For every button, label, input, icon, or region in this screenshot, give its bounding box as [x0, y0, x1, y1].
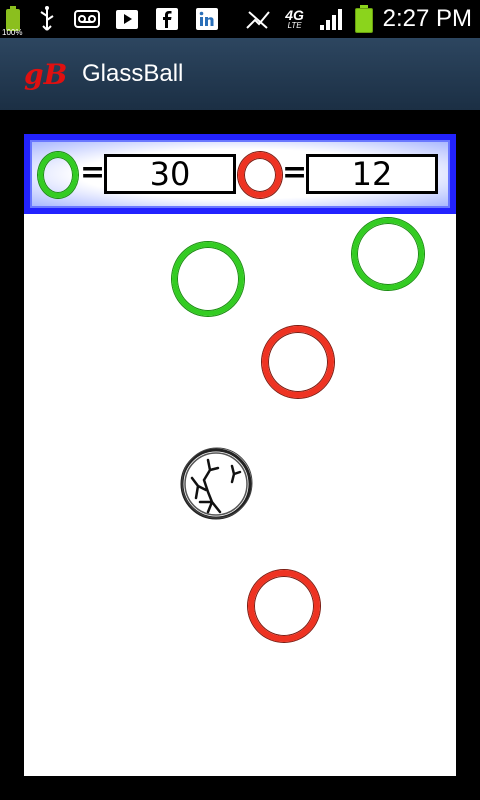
red-equals: =: [282, 155, 308, 190]
green-equals: =: [80, 155, 106, 190]
linkedin-icon: [194, 6, 220, 32]
game-area[interactable]: = 30 = 12: [24, 134, 456, 776]
title-bar: gB GlassBall: [0, 38, 480, 110]
app-title: GlassBall: [82, 60, 184, 87]
score-panel: = 30 = 12: [24, 134, 456, 214]
network-sub-label: LTE: [287, 21, 302, 30]
green-ring-icon: [38, 152, 78, 198]
red-ring[interactable]: [262, 326, 334, 398]
app-logo: gB: [24, 57, 68, 91]
network-label: 4G: [285, 7, 304, 23]
red-score-value: 12: [351, 155, 393, 193]
green-score-value: 30: [149, 155, 191, 193]
green-ring[interactable]: [352, 218, 424, 290]
red-ring-icon: [238, 152, 282, 198]
usb-icon: [34, 6, 60, 32]
play-store-icon: [114, 6, 140, 32]
status-bar: 100% 4G LTE 2:27 PM: [0, 0, 480, 38]
red-score-box: 12: [306, 154, 438, 194]
green-ring[interactable]: [172, 242, 244, 316]
battery-percent: 100%: [2, 28, 23, 37]
score-panel-inner: = 30 = 12: [30, 140, 450, 208]
battery-icon: 100%: [2, 6, 22, 37]
red-ring[interactable]: [248, 570, 320, 642]
battery-icon: [354, 5, 373, 33]
cracked-glass-ball-icon[interactable]: [178, 446, 254, 522]
4g-lte-icon: 4G LTE: [281, 6, 309, 32]
clock: 2:27 PM: [382, 5, 472, 32]
green-score-box: 30: [104, 154, 236, 194]
signal-icon: [319, 6, 345, 32]
voicemail-icon: [74, 6, 100, 32]
no-signal-icon: [245, 6, 271, 32]
facebook-icon: [154, 6, 180, 32]
